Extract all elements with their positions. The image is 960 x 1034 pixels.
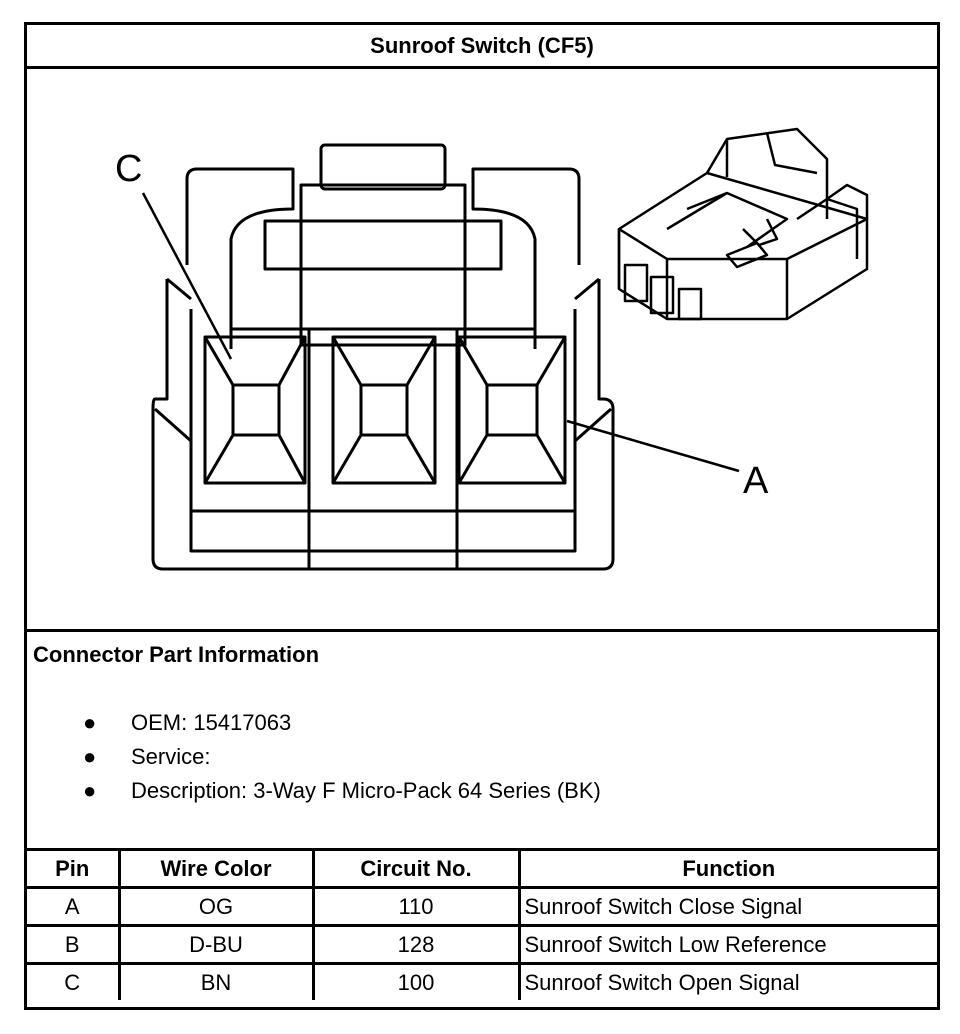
column-header-pin: Pin xyxy=(27,851,121,889)
circuit-cell: 128 xyxy=(311,924,521,965)
circuit-cell: 100 xyxy=(311,962,521,1000)
function-cell: Sunroof Switch Low Reference xyxy=(517,924,937,965)
connector-sheet: Sunroof Switch (CF5) xyxy=(24,22,940,1010)
connector-part-information: Connector Part Information ● OEM: 154170… xyxy=(27,632,937,851)
pin-a-callout: A xyxy=(743,460,769,502)
table-header-row: Pin Wire Color Circuit No. Function xyxy=(27,851,937,889)
function-cell: Sunroof Switch Open Signal xyxy=(517,962,937,1000)
oem-part-number: OEM: 15417063 xyxy=(131,710,292,735)
circuit-cell: 110 xyxy=(311,886,521,927)
pin-cell: A xyxy=(27,886,121,927)
connector-isometric-view xyxy=(617,127,869,321)
connector-info-heading: Connector Part Information xyxy=(33,642,320,667)
table-row: A OG 110 Sunroof Switch Close Signal xyxy=(27,886,937,927)
connector-drawing: C A xyxy=(27,69,937,632)
connector-face-view: C A xyxy=(115,127,869,571)
pinout-table: Pin Wire Color Circuit No. Function A OG… xyxy=(27,851,937,1000)
column-header-wire-color: Wire Color xyxy=(117,851,315,889)
wire-color-cell: BN xyxy=(117,962,315,1000)
wire-color-cell: OG xyxy=(117,886,315,927)
column-header-circuit: Circuit No. xyxy=(311,851,521,889)
table-row: C BN 100 Sunroof Switch Open Signal xyxy=(27,962,937,1000)
bullet-icon: ● xyxy=(83,778,97,803)
function-cell: Sunroof Switch Close Signal xyxy=(517,886,937,927)
column-header-function: Function xyxy=(517,851,937,889)
bullet-icon: ● xyxy=(83,744,97,769)
pin-cell: C xyxy=(27,962,121,1000)
pin-c-callout: C xyxy=(115,148,142,190)
bullet-icon: ● xyxy=(83,710,97,735)
pin-cell: B xyxy=(27,924,121,965)
table-row: B D-BU 128 Sunroof Switch Low Reference xyxy=(27,924,937,965)
connector-description: Description: 3-Way F Micro-Pack 64 Serie… xyxy=(131,778,601,803)
service-part-number: Service: xyxy=(131,744,211,769)
wire-color-cell: D-BU xyxy=(117,924,315,965)
page-title: Sunroof Switch (CF5) xyxy=(27,25,937,69)
